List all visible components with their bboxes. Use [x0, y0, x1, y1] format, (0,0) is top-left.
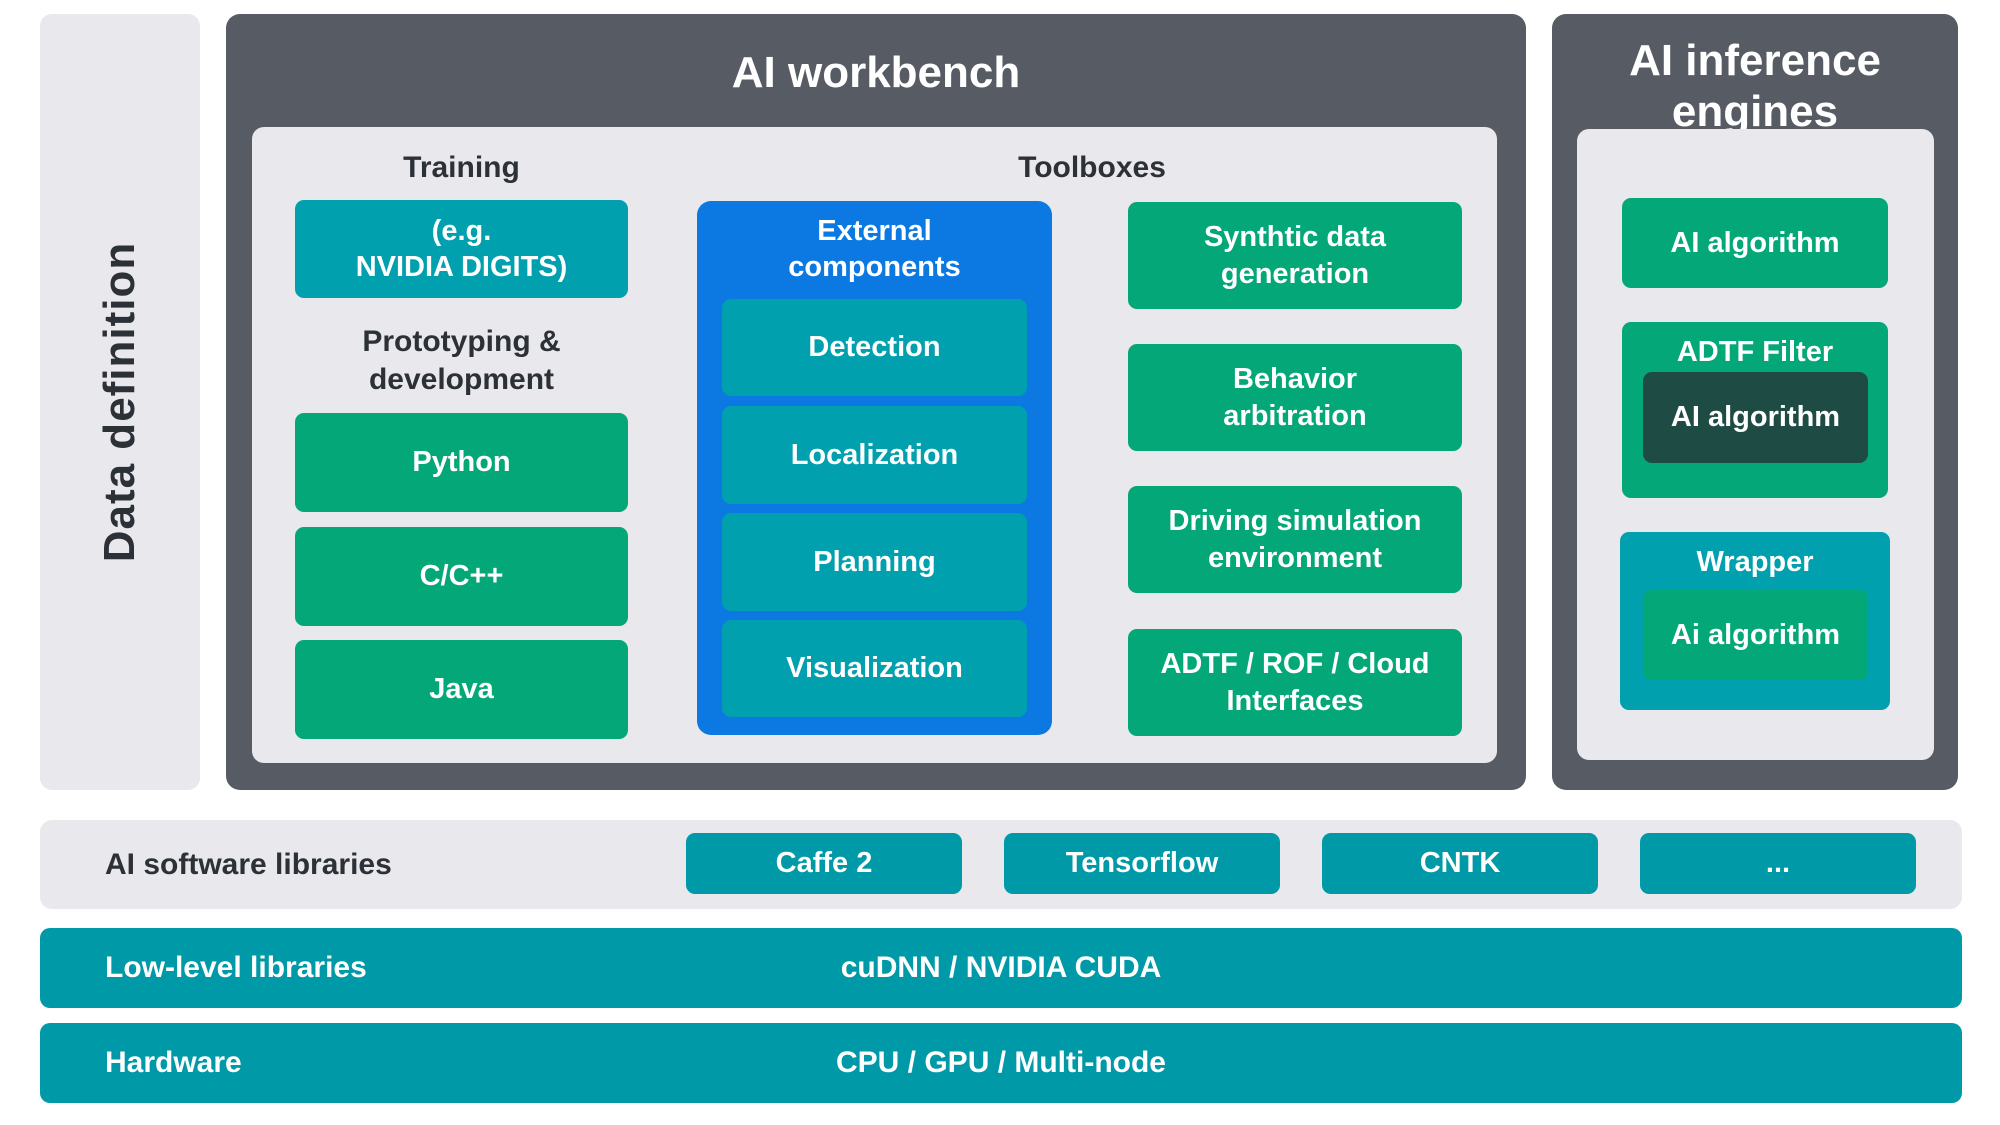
planning-box: Planning	[722, 513, 1027, 611]
toolbox-adtf-rof-cloud: ADTF / ROF / Cloud Interfaces	[1128, 629, 1462, 736]
hardware-label: Hardware	[105, 1046, 242, 1079]
adtf-filter-box: ADTF Filter AI algorithm	[1622, 322, 1888, 498]
inference-title: AI inference engines	[1629, 36, 1881, 136]
detection-box: Detection	[722, 299, 1027, 396]
prototyping-heading: Prototyping & development	[362, 325, 561, 396]
ai-software-libraries-label: AI software libraries	[105, 847, 392, 881]
ai-inference-panel: AI inference engines AI algorithm ADTF F…	[1552, 14, 1958, 790]
wrapper-ai-algorithm-box: Ai algorithm	[1643, 590, 1868, 680]
ai-algorithm-box: AI algorithm	[1622, 198, 1888, 288]
wrapper-box: Wrapper Ai algorithm	[1620, 532, 1890, 710]
cntk-box: CNTK	[1322, 833, 1598, 894]
ai-software-libraries-row: AI software libraries Caffe 2 Tensorflow…	[40, 820, 1962, 909]
low-level-libraries-row: cuDNN / NVIDIA CUDA Low-level libraries	[40, 928, 1962, 1008]
ai-workbench-panel: AI workbench Training Toolboxes (e.g. NV…	[226, 14, 1526, 790]
toolbox-synthetic-data: Synthtic data generation	[1128, 202, 1462, 309]
toolboxes-heading: Toolboxes	[1018, 151, 1166, 184]
toolbox-driving-simulation: Driving simulation environment	[1128, 486, 1462, 593]
training-heading: Training	[403, 151, 520, 184]
localization-box: Localization	[722, 406, 1027, 504]
adtf-ai-algorithm-box: AI algorithm	[1643, 372, 1868, 463]
more-libraries-box: ...	[1640, 833, 1916, 894]
toolbox-behavior-arbitration: Behavior arbitration	[1128, 344, 1462, 451]
workbench-title: AI workbench	[731, 48, 1021, 97]
visualization-box: Visualization	[722, 620, 1027, 717]
cpu-gpu-value: CPU / GPU / Multi-node	[836, 1046, 1166, 1079]
wrapper-title: Wrapper	[1696, 546, 1814, 578]
external-components-title: External components	[788, 215, 961, 284]
hardware-row: CPU / GPU / Multi-node Hardware	[40, 1023, 1962, 1103]
external-components-box: External components Detection Localizati…	[697, 201, 1052, 735]
data-definition-label: Data definition	[95, 241, 144, 563]
adtf-filter-title: ADTF Filter	[1676, 336, 1834, 368]
data-definition-sidebar: Data definition	[40, 14, 200, 790]
python-box: Python	[295, 413, 628, 512]
inference-inner-panel: AI algorithm ADTF Filter AI algorithm Wr…	[1577, 129, 1934, 760]
cudnn-cuda-value: cuDNN / NVIDIA CUDA	[840, 951, 1162, 984]
cpp-box: C/C++	[295, 527, 628, 626]
low-level-libraries-label: Low-level libraries	[105, 951, 367, 984]
workbench-inner-panel: Training Toolboxes (e.g. NVIDIA DIGITS) …	[252, 127, 1497, 763]
tensorflow-box: Tensorflow	[1004, 833, 1280, 894]
nvidia-digits-box: (e.g. NVIDIA DIGITS)	[295, 200, 628, 298]
java-box: Java	[295, 640, 628, 739]
caffe2-box: Caffe 2	[686, 833, 962, 894]
